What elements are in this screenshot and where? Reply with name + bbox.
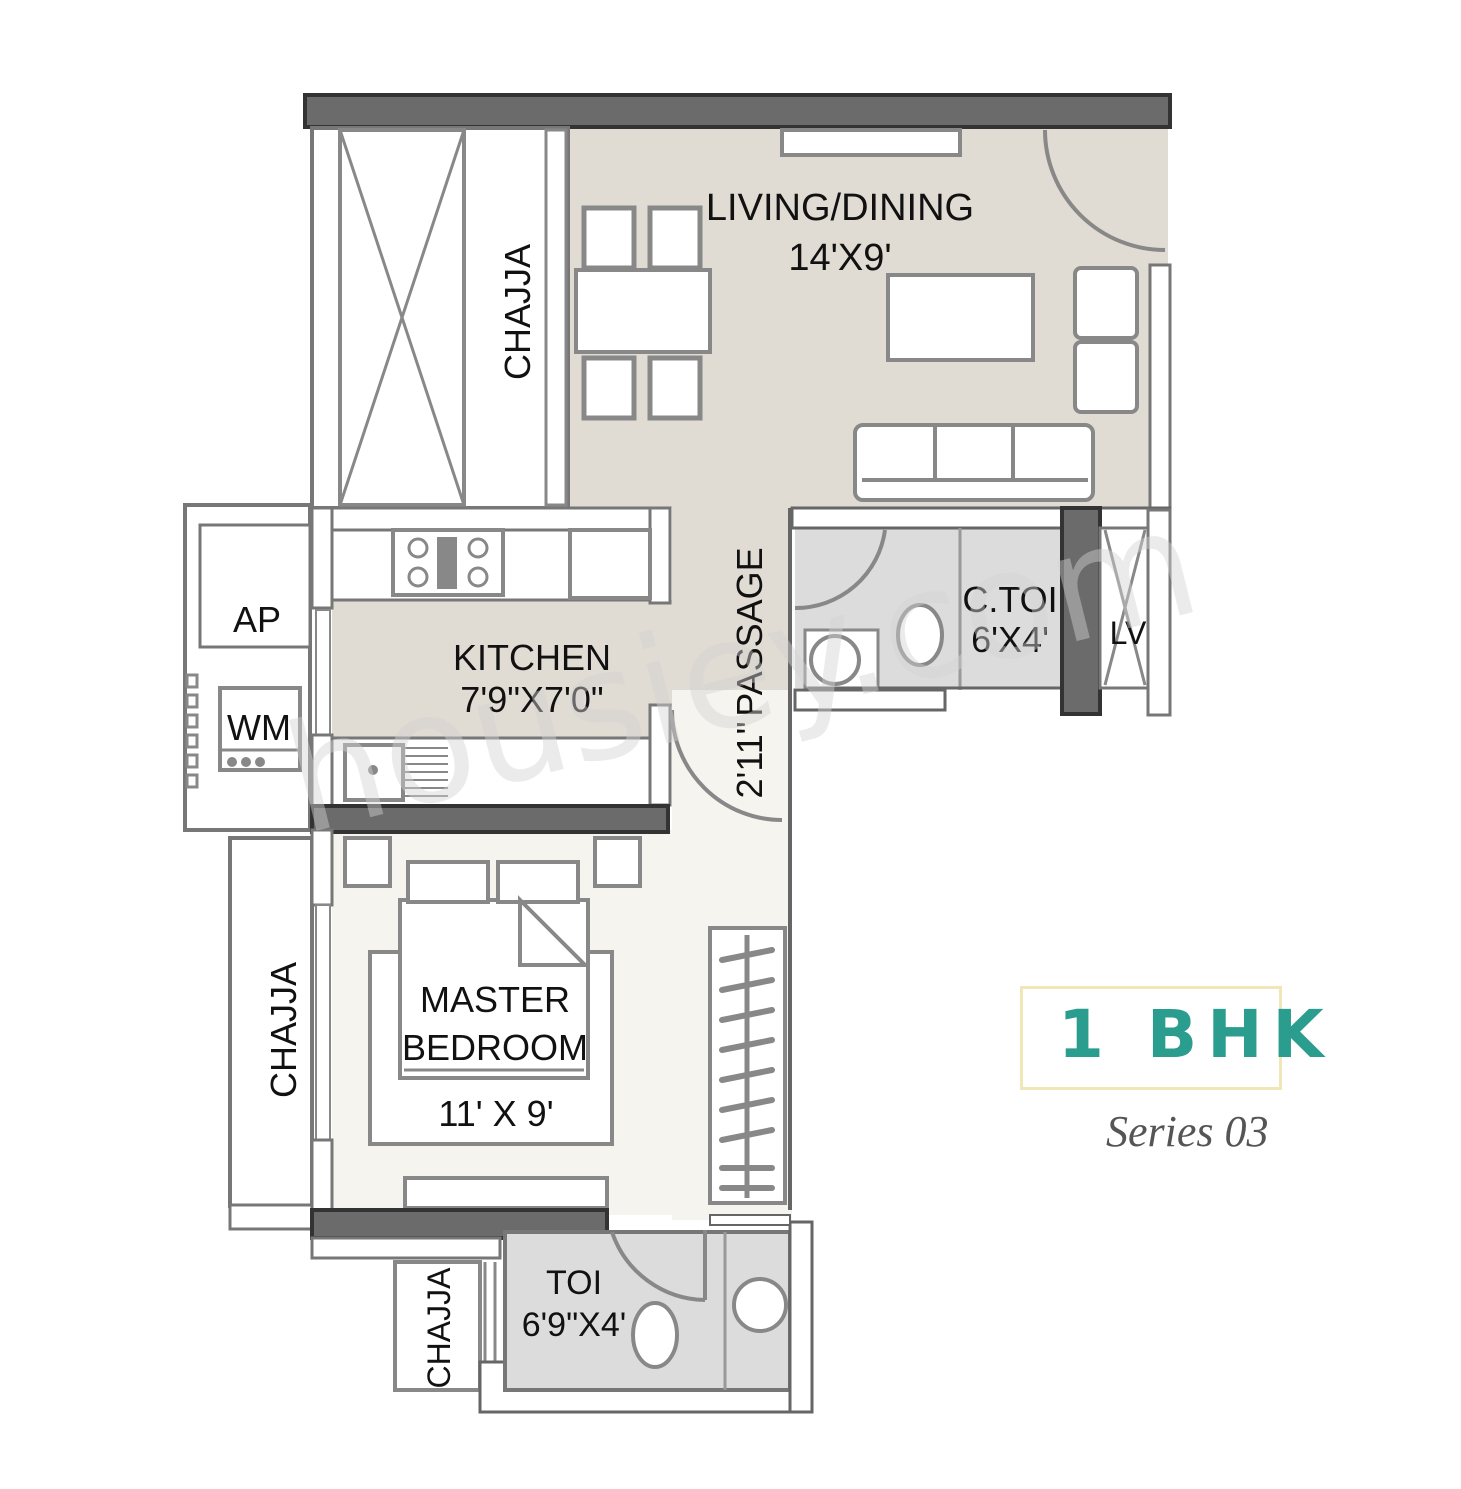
toi-size: 6'9"X4' <box>522 1306 626 1344</box>
chajja-top-label: CHAJJA <box>497 244 538 380</box>
ctoi-label: C.TOI <box>962 579 1057 620</box>
ctoi-size: 6'X4' <box>971 619 1049 660</box>
bedroom-label-2: BEDROOM <box>402 1027 588 1068</box>
shaft-wall <box>1060 506 1102 716</box>
toi-label: TOI <box>546 1264 602 1302</box>
plan-type-frame <box>1020 986 1282 1090</box>
kitchen-label: KITCHEN <box>453 637 611 678</box>
plan-series: Series 03 <box>1106 1107 1269 1156</box>
wm-label: WM <box>227 707 291 748</box>
chajja-left-label: CHAJJA <box>263 962 304 1098</box>
passage-label: PASSAGE <box>729 547 770 716</box>
bedroom-size: 11' X 9' <box>438 1093 553 1134</box>
kitchen-size: 7'9"X7'0" <box>460 679 603 720</box>
chajja-left-box <box>228 836 314 1208</box>
kitchen-bottom-wall <box>310 804 670 834</box>
passage-size: 2'11" <box>729 721 770 798</box>
plan-type-title: 1 BHK <box>1058 996 1334 1073</box>
bedroom-label-1: MASTER <box>420 979 570 1020</box>
living-label: LIVING/DINING <box>706 187 974 229</box>
lv-label: LV <box>1110 615 1147 651</box>
ap-label: AP <box>233 599 281 640</box>
top-wall <box>303 93 1172 129</box>
kitchen-area <box>332 600 672 740</box>
chajja-bottom-label: CHAJJA <box>421 1267 457 1389</box>
chajja-bottom-box <box>393 1260 482 1392</box>
living-size: 14'X9' <box>788 237 891 279</box>
